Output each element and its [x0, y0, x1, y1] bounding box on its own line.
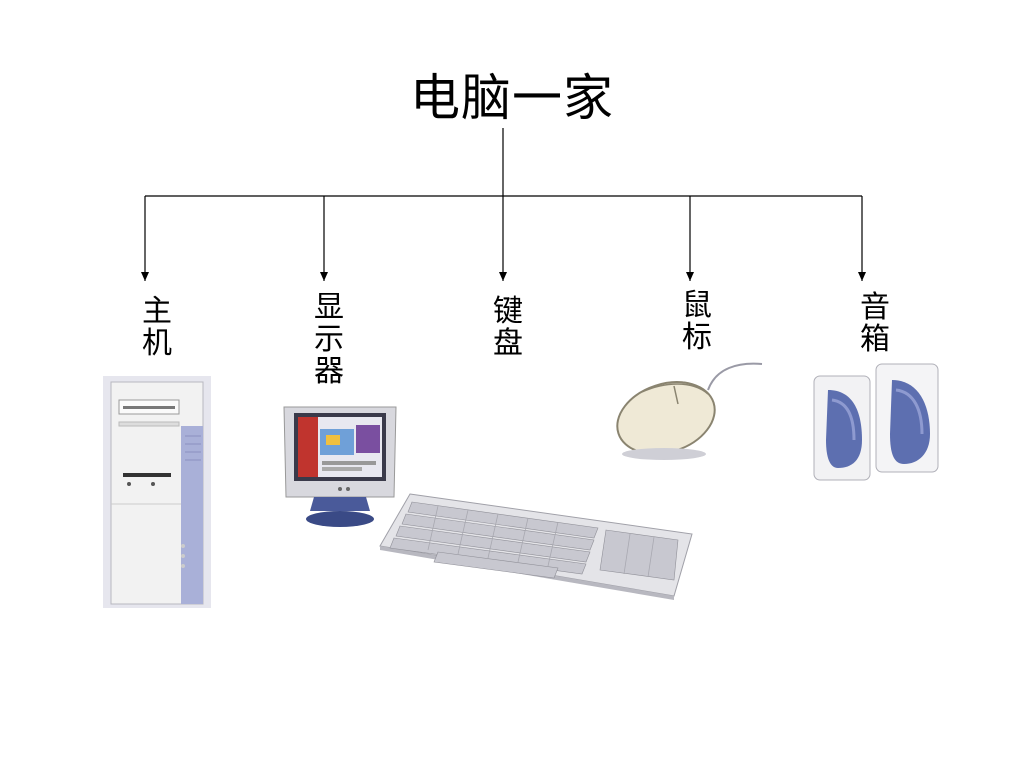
label-mouse: 鼠标 — [682, 288, 712, 355]
crt-monitor-icon — [283, 406, 397, 527]
label-speaker: 音箱 — [860, 290, 890, 357]
diagram-title: 电脑一家 — [410, 69, 614, 127]
keyboard-icon — [379, 493, 693, 600]
speakers-icon — [813, 363, 939, 481]
mouse-icon — [616, 362, 763, 460]
label-keyboard: 键盘 — [493, 294, 523, 361]
label-host: 主机 — [142, 294, 172, 361]
computer-tower-icon — [103, 376, 211, 608]
label-monitor: 显示器 — [314, 290, 344, 389]
